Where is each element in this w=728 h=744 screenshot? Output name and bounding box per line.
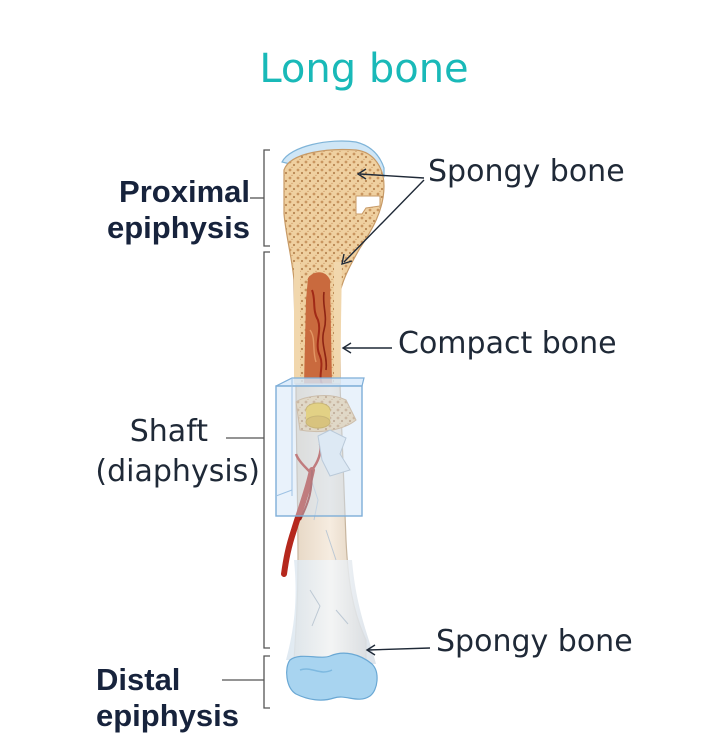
distal-label-line1: Distal xyxy=(96,662,181,697)
shaft-label-line1: Shaft xyxy=(129,414,208,449)
articular-cartilage-bottom xyxy=(286,652,378,701)
distal-label-line2: epiphysis xyxy=(96,698,239,733)
compact-bone-label: Compact bone xyxy=(398,326,617,361)
shaft-bracket xyxy=(263,251,270,649)
magnification-box xyxy=(275,377,365,517)
proximal-bracket xyxy=(263,149,270,247)
spongy-bone-label-bottom: Spongy bone xyxy=(436,624,633,659)
marrow-cavity xyxy=(304,272,332,384)
proximal-label-line2: epiphysis xyxy=(107,210,250,245)
shaft-label-line2: (diaphysis) xyxy=(95,454,260,489)
distal-bracket xyxy=(263,655,270,709)
proximal-label-line1: Proximal xyxy=(119,174,250,209)
spongy-bone-label-top: Spongy bone xyxy=(428,154,625,189)
distal-epiphysis-label: Distal epiphysis xyxy=(96,662,266,734)
shaft-label: Shaft (diaphysis) xyxy=(64,412,260,492)
compact-bone-wall xyxy=(294,262,300,384)
blood-vessel xyxy=(281,467,315,577)
diagram-title: Long bone xyxy=(259,46,469,92)
proximal-epiphysis-label: Proximal epiphysis xyxy=(60,174,250,246)
